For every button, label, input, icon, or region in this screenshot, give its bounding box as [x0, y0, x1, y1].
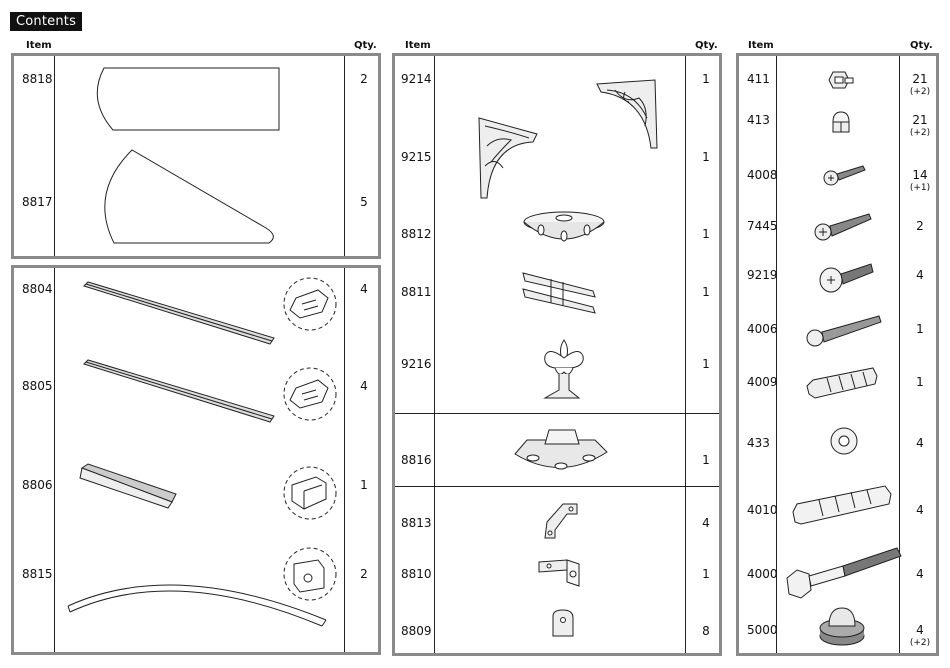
panel-rails: 8804 4 8805 4 8806 1 8815 2	[11, 265, 381, 655]
cap-nut-icon	[829, 110, 853, 136]
item-qty: 4(+2)	[905, 623, 935, 648]
item-number: 8806	[22, 478, 53, 492]
fleur-de-lis-finial-icon	[541, 338, 587, 404]
item-number: 433	[747, 436, 770, 450]
item-qty: 21(+2)	[905, 72, 935, 97]
item-qty: 1	[905, 322, 935, 337]
qty-header: Qty.	[695, 40, 718, 51]
item-number: 8818	[22, 72, 53, 86]
item-qty: 4	[349, 379, 379, 393]
rail-profile-icon	[282, 276, 338, 332]
item-qty: 1	[691, 357, 721, 371]
item-qty: 2	[905, 219, 935, 234]
item-qty: 4	[905, 567, 935, 582]
angle-bracket-icon	[541, 500, 583, 542]
item-number: 8816	[401, 453, 432, 467]
ornate-bracket-icon	[475, 116, 541, 202]
item-qty: 1	[691, 72, 721, 86]
item-qty: 1	[691, 567, 721, 581]
item-qty: 1	[691, 285, 721, 299]
foot-pad-icon	[817, 604, 867, 648]
tube-profile-icon	[282, 546, 338, 602]
tab-plate-icon	[549, 608, 579, 640]
item-qty: 1	[905, 375, 935, 390]
item-number: 9215	[401, 150, 432, 164]
rail-profile-icon	[282, 366, 338, 422]
item-qty: 1	[691, 150, 721, 164]
item-number: 8805	[22, 379, 53, 393]
item-qty: 21(+2)	[905, 113, 935, 138]
curved-panel-icon	[89, 66, 289, 136]
item-qty: 2	[349, 567, 379, 581]
item-header: Item	[26, 40, 52, 51]
item-number: 9216	[401, 357, 432, 371]
large-wall-plug-icon	[789, 482, 893, 526]
ornate-bracket-icon	[595, 78, 661, 150]
item-number: 4010	[747, 503, 778, 517]
item-number: 8815	[22, 567, 53, 581]
item-qty: 5	[349, 195, 379, 209]
wedge-panel-icon	[94, 148, 294, 248]
item-qty: 2	[349, 72, 379, 86]
item-number: 8812	[401, 227, 432, 241]
item-number: 5000	[747, 623, 778, 637]
wall-plug-icon	[805, 366, 881, 400]
item-qty: 4	[905, 503, 935, 518]
contents-title: Contents	[10, 12, 82, 31]
small-bracket-icon	[537, 558, 583, 588]
item-number: 9214	[401, 72, 432, 86]
item-header: Item	[748, 40, 774, 51]
round-head-bolt-icon	[819, 260, 875, 294]
hex-bolt-icon	[827, 68, 855, 96]
panel-brackets: 9214 1 9215 1 8812 1 8811 1 9216 1 8816 …	[392, 53, 722, 656]
qty-header: Qty.	[354, 40, 377, 51]
item-number: 8813	[401, 516, 432, 530]
short-screw-icon	[823, 162, 867, 188]
item-number: 7445	[747, 219, 778, 233]
long-screw-icon	[813, 210, 873, 242]
item-qty: 1	[349, 478, 379, 492]
item-qty: 14(+1)	[905, 168, 935, 193]
item-number: 4006	[747, 322, 778, 336]
item-number: 9219	[747, 268, 778, 282]
item-number: 413	[747, 113, 770, 127]
item-number: 4000	[747, 567, 778, 581]
washer-icon	[829, 426, 859, 456]
item-number: 8804	[22, 282, 53, 296]
item-qty: 4	[691, 516, 721, 530]
hub-cap-icon	[521, 208, 607, 248]
connector-bar-icon	[521, 269, 599, 315]
panel-hardware: 411 21(+2) 413 21(+2) 4008 14(+1) 7445 2…	[736, 53, 939, 656]
item-qty: 4	[905, 268, 935, 283]
item-qty: 1	[691, 453, 721, 467]
item-number: 8809	[401, 624, 432, 638]
hub-base-icon	[511, 422, 611, 480]
item-header: Item	[405, 40, 431, 51]
item-number: 4009	[747, 375, 778, 389]
item-qty: 1	[691, 227, 721, 241]
panel-panels: 8818 2 8817 5	[11, 53, 381, 259]
item-number: 8811	[401, 285, 432, 299]
short-rail-icon	[80, 464, 180, 514]
item-qty: 4	[349, 282, 379, 296]
qty-header: Qty.	[910, 40, 933, 51]
item-number: 411	[747, 72, 770, 86]
item-number: 8817	[22, 195, 53, 209]
short-rail-profile-icon	[282, 465, 338, 521]
wood-screw-icon	[805, 312, 885, 348]
item-number: 8810	[401, 567, 432, 581]
lag-bolt-icon	[783, 540, 903, 600]
item-qty: 8	[691, 624, 721, 638]
item-qty: 4	[905, 436, 935, 451]
rail-icon	[82, 280, 277, 350]
item-number: 4008	[747, 168, 778, 182]
rail-icon	[82, 358, 277, 428]
